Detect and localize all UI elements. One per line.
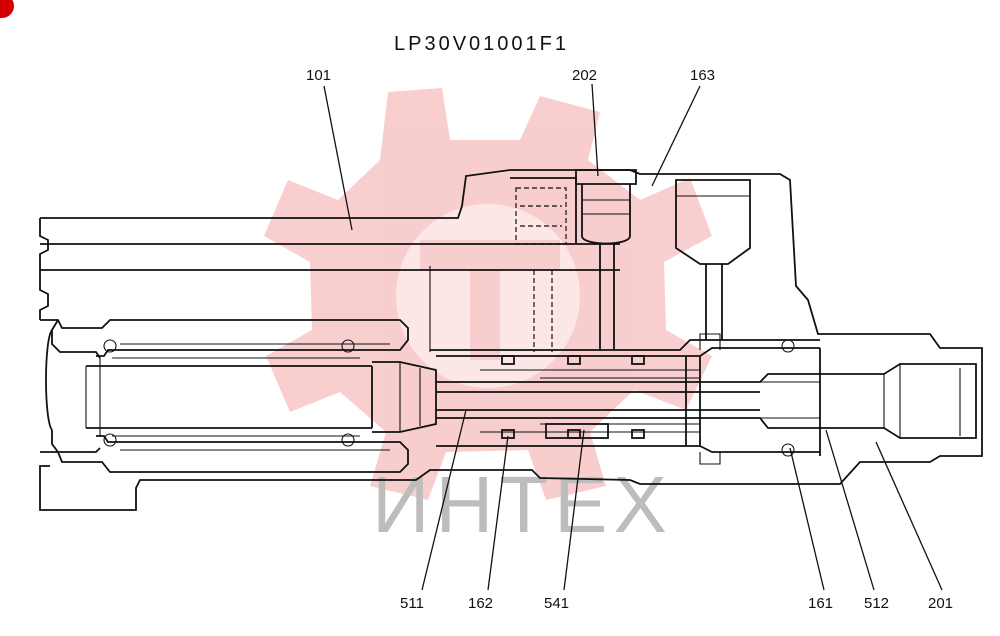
- corner-badge: [0, 0, 14, 18]
- callout-511: 511: [400, 595, 424, 612]
- callout-202: 202: [572, 67, 597, 84]
- spool: [436, 333, 977, 465]
- drawing-title: LP30V01001F1: [394, 33, 569, 55]
- callout-512: 512: [864, 595, 889, 612]
- callout-163: 163: [690, 67, 715, 84]
- plug-right: [675, 179, 751, 340]
- callout-162: 162: [468, 595, 493, 612]
- callout-201: 201: [928, 595, 953, 612]
- callout-161: 161: [808, 595, 833, 612]
- plug-202: [575, 169, 637, 350]
- watermark-text: ИНТЕХ: [372, 460, 673, 549]
- callout-541: 541: [544, 595, 569, 612]
- callout-101: 101: [306, 67, 331, 84]
- leader-lines: [323, 83, 943, 591]
- left-cylinder: [40, 319, 437, 473]
- callout-labels: 101 202 163 511 162 541 161 512 201: [306, 67, 953, 612]
